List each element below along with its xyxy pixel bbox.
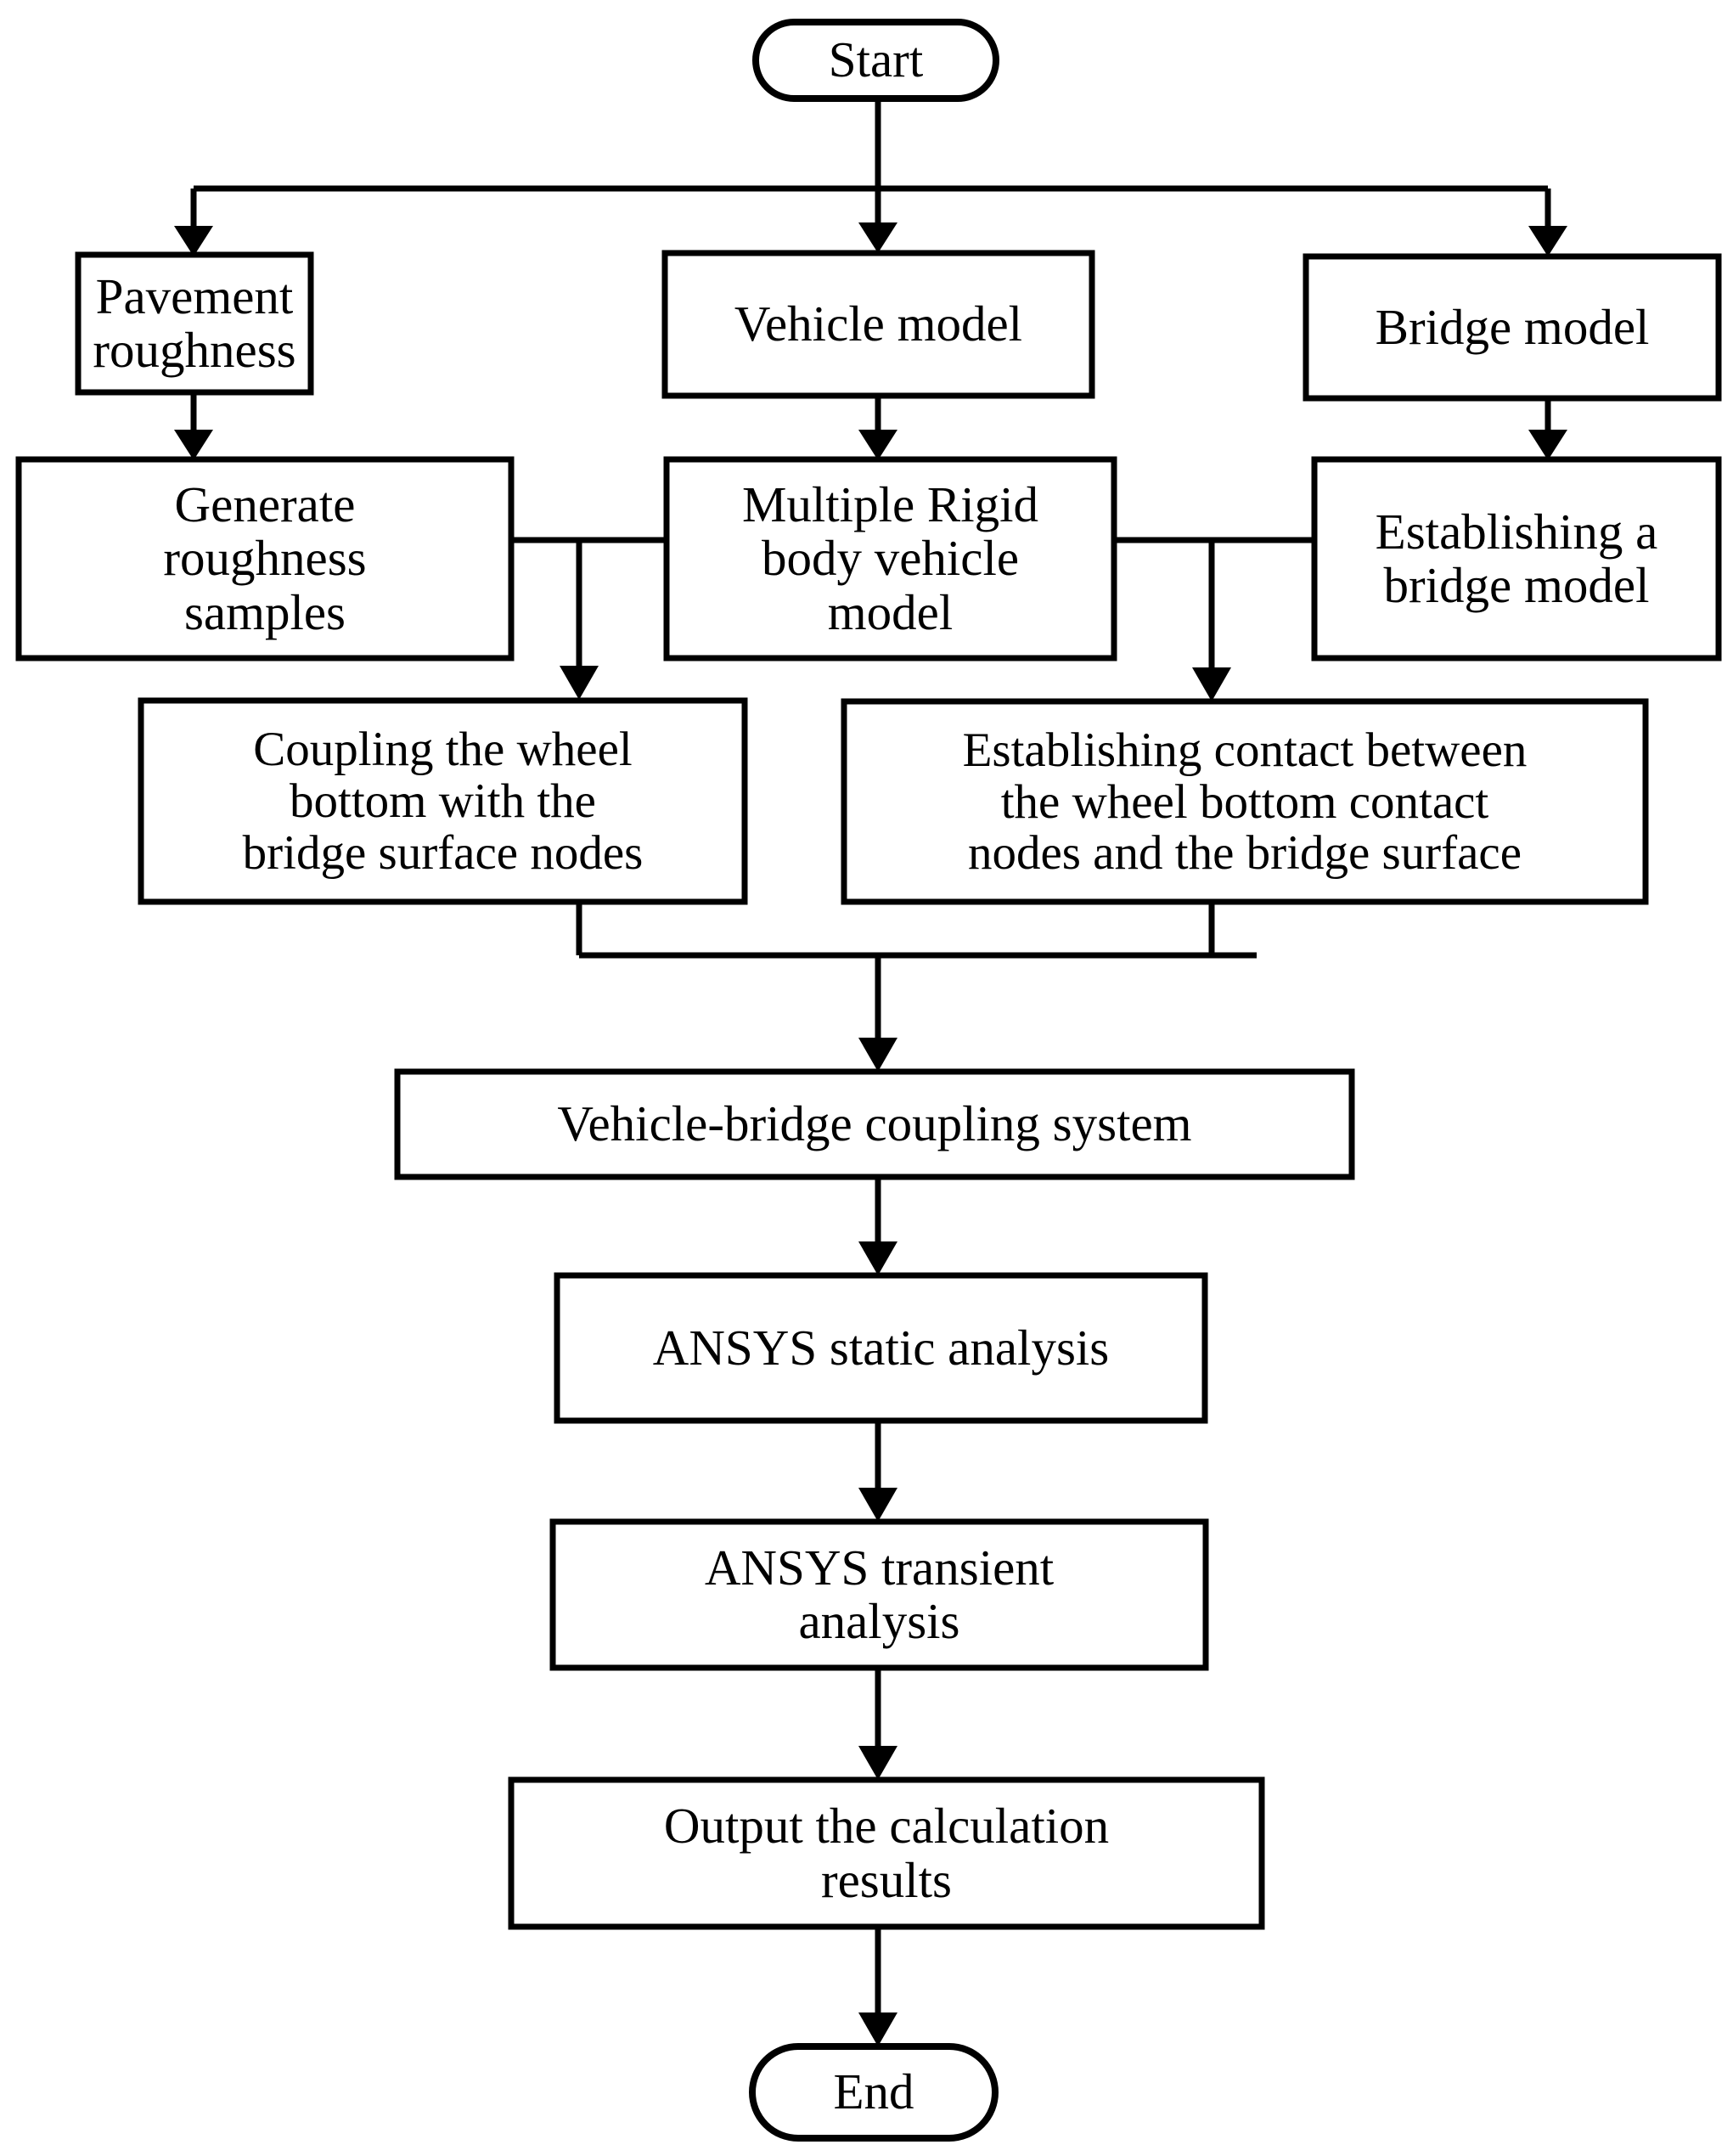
node-multiple-rigid-shape[interactable]	[663, 456, 1117, 661]
node-coupling-wheel-shape[interactable]	[138, 697, 748, 905]
node-generate-roughness-shape[interactable]	[15, 456, 515, 661]
arrowhead-generate-roughness	[174, 430, 213, 460]
arrowhead-end	[858, 2012, 897, 2046]
arrowhead-establishing-contact	[1192, 667, 1231, 701]
node-bridge-model-shape[interactable]	[1303, 253, 1722, 402]
arrowhead-output-results	[858, 1746, 897, 1780]
node-establishing-contact-shape[interactable]	[841, 698, 1649, 905]
node-pavement-roughness-shape[interactable]	[75, 251, 314, 396]
node-output-results-shape[interactable]	[508, 1776, 1265, 1930]
node-vehicle-model-shape[interactable]	[661, 250, 1095, 399]
arrowhead-coupling-wheel	[560, 666, 599, 700]
node-ansys-transient-shape[interactable]	[549, 1518, 1209, 1671]
node-establishing-bridge-shape[interactable]	[1311, 456, 1722, 661]
arrowhead-establishing-bridge	[1528, 430, 1567, 460]
node-start-shape[interactable]	[752, 19, 999, 102]
node-ansys-static-shape[interactable]	[554, 1272, 1208, 1424]
arrowhead-ansys-transient	[858, 1488, 897, 1522]
arrowhead-ansys-static	[858, 1241, 897, 1275]
arrowhead-vehicle-model	[858, 222, 897, 253]
node-end-shape[interactable]	[749, 2043, 999, 2142]
arrowhead-bridge-model	[1528, 226, 1567, 256]
arrowhead-pavement	[174, 226, 213, 256]
node-coupling-system-shape[interactable]	[394, 1068, 1355, 1180]
arrowhead-coupling-system	[858, 1038, 897, 1072]
arrowhead-multiple-rigid	[858, 430, 897, 460]
